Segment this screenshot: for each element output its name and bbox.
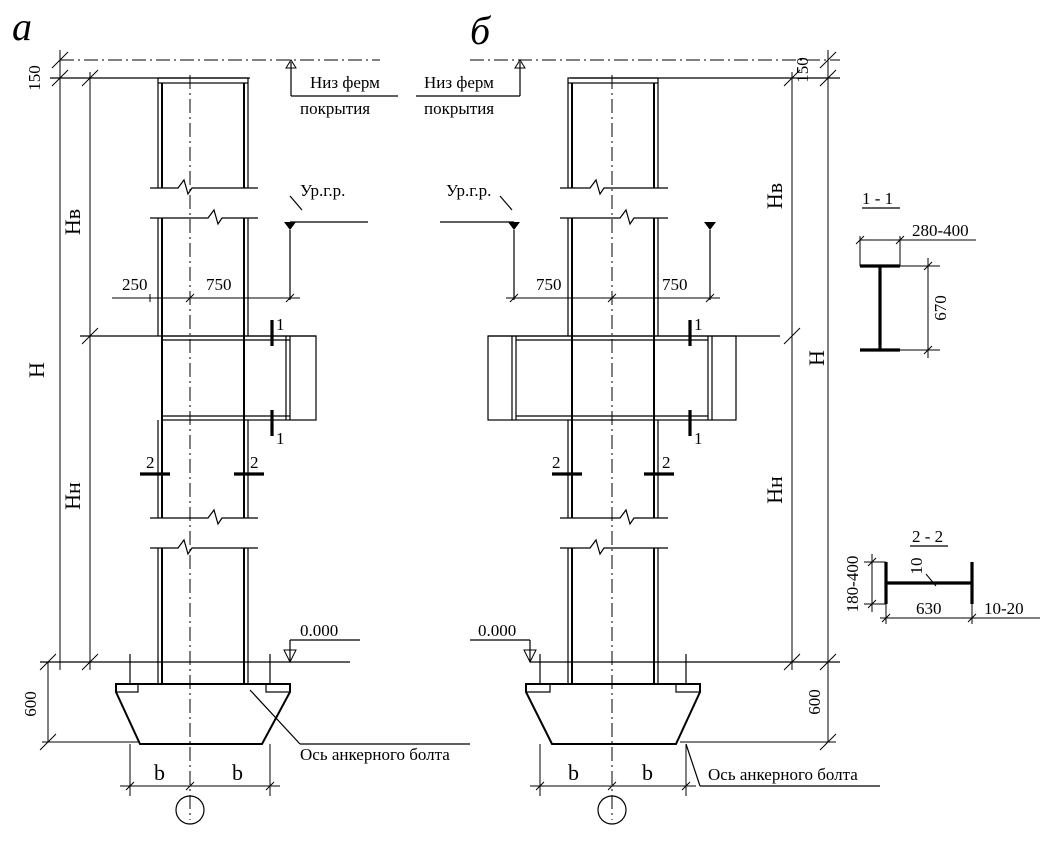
sec2-left-a: 2 [146,453,155,472]
sec1-top-a: 1 [276,315,285,334]
dim-670: 670 [931,295,950,321]
figure-b-label: б [470,8,492,53]
zero-mark-a: 0.000 [300,621,338,640]
height-Hn-a: Нн [60,482,85,510]
truss-label-a-1: Низ ферм [310,73,380,92]
dim-630: 630 [916,599,942,618]
dim-b-b-2: b [642,760,653,785]
sec1-bot-b: 1 [694,429,703,448]
dim-b-a-1: b [154,760,165,785]
figure-a-label: а [12,4,32,49]
dim-600-b: 600 [805,689,824,715]
height-Hv-a: Нв [60,209,85,235]
sec1-top-b: 1 [694,315,703,334]
dim-600-a: 600 [21,691,40,717]
sec2-right-a: 2 [250,453,259,472]
section-1-1: 1 - 1 280-400 670 [855,189,976,358]
height-H-b: Н [804,350,829,366]
sec2-right-b: 2 [662,453,671,472]
anchor-axis-b: Ось анкерного болта [708,765,858,784]
sec1-bot-a: 1 [276,429,285,448]
figure-b: б 150 600 Н Нв Нн Низ ферм покрытия [416,8,880,825]
section-1-1-title: 1 - 1 [862,189,893,208]
height-Hv-b: Нв [762,183,787,209]
sec2-left-b: 2 [552,453,561,472]
truss-label-b-2: покрытия [424,99,494,118]
section-2-2: 2 - 2 180-400 10 630 10-20 [843,527,1040,624]
crane-level-b: Ур.г.р. [446,181,491,200]
dim-280-400: 280-400 [912,221,969,240]
truss-label-a-2: покрытия [300,99,370,118]
dim-b-a-2: b [232,760,243,785]
dim-10-20: 10-20 [984,599,1024,618]
crane-level-a: Ур.г.р. [300,181,345,200]
section-2-2-title: 2 - 2 [912,527,943,546]
dim-750-b-1: 750 [536,275,562,294]
height-Hn-b: Нн [762,476,787,504]
dim-750-a: 750 [206,275,232,294]
figure-a: а 150 Н Нв Нн Ур.г.р. [12,4,470,825]
zero-mark-b: 0.000 [478,621,516,640]
dim-180-400: 180-400 [843,556,862,613]
truss-label-b-1: Низ ферм [424,73,494,92]
dim-150-a: 150 [25,65,44,91]
dim-150-b: 150 [793,57,812,83]
dim-b-b-1: b [568,760,579,785]
dim-750-b-2: 750 [662,275,688,294]
dim-10: 10 [907,558,926,575]
height-H-a: Н [24,362,49,378]
dim-250-a: 250 [122,275,148,294]
anchor-axis-a: Ось анкерного болта [300,745,450,764]
